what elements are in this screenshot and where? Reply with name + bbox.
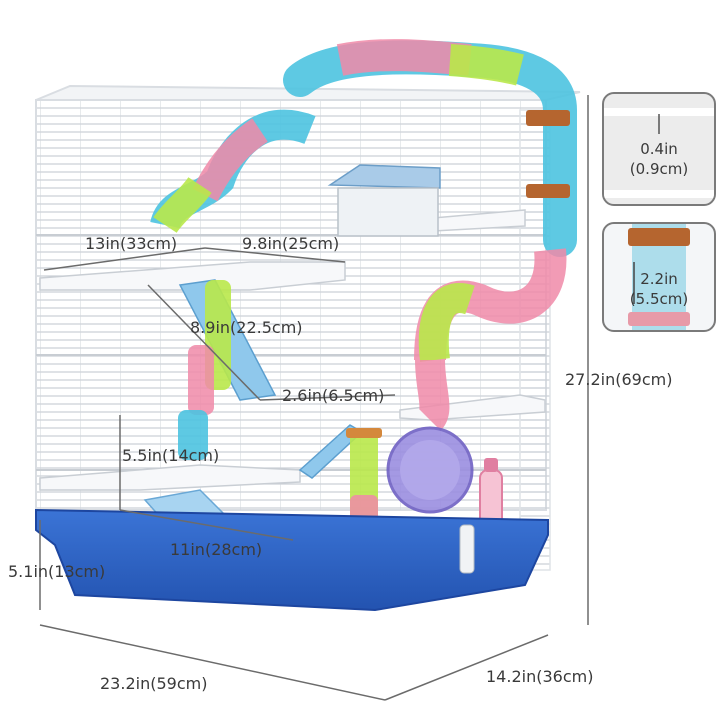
inset-bar-spacing-in: 0.4in <box>640 140 678 158</box>
inset-tube-diameter-in: 2.2in <box>640 270 678 288</box>
inset-bar-spacing: 0.4in (0.9cm) <box>602 92 716 206</box>
label-top-depth: 13in(33cm) <box>85 234 178 253</box>
label-top-width: 9.8in(25cm) <box>242 234 340 253</box>
label-ramp-width: 2.6in(6.5cm) <box>282 386 385 405</box>
inset-tube-drawing <box>628 224 690 330</box>
label-total-width: 23.2in(59cm) <box>100 674 208 693</box>
label-base-height: 5.1in(13cm) <box>8 562 106 581</box>
label-total-depth: 14.2in(36cm) <box>486 667 594 686</box>
cage-base-tray <box>35 508 549 612</box>
hamster-house <box>327 164 441 237</box>
exercise-wheel <box>386 426 474 514</box>
inset-bar-spacing-lines <box>604 108 714 198</box>
label-base-inner-width: 11in(28cm) <box>170 540 263 559</box>
label-level-height: 5.5in(14cm) <box>122 446 220 465</box>
inset-tube-diameter: 2.2in (5.5cm) <box>602 222 716 332</box>
label-ramp-length: 8.9in(22.5cm) <box>190 318 303 337</box>
inset-bar-spacing-cm: (0.9cm) <box>629 160 689 178</box>
label-total-height: 27.2in(69cm) <box>565 370 673 389</box>
inset-tube-diameter-cm: (5.5cm) <box>629 290 689 308</box>
dimension-lines <box>39 95 589 701</box>
